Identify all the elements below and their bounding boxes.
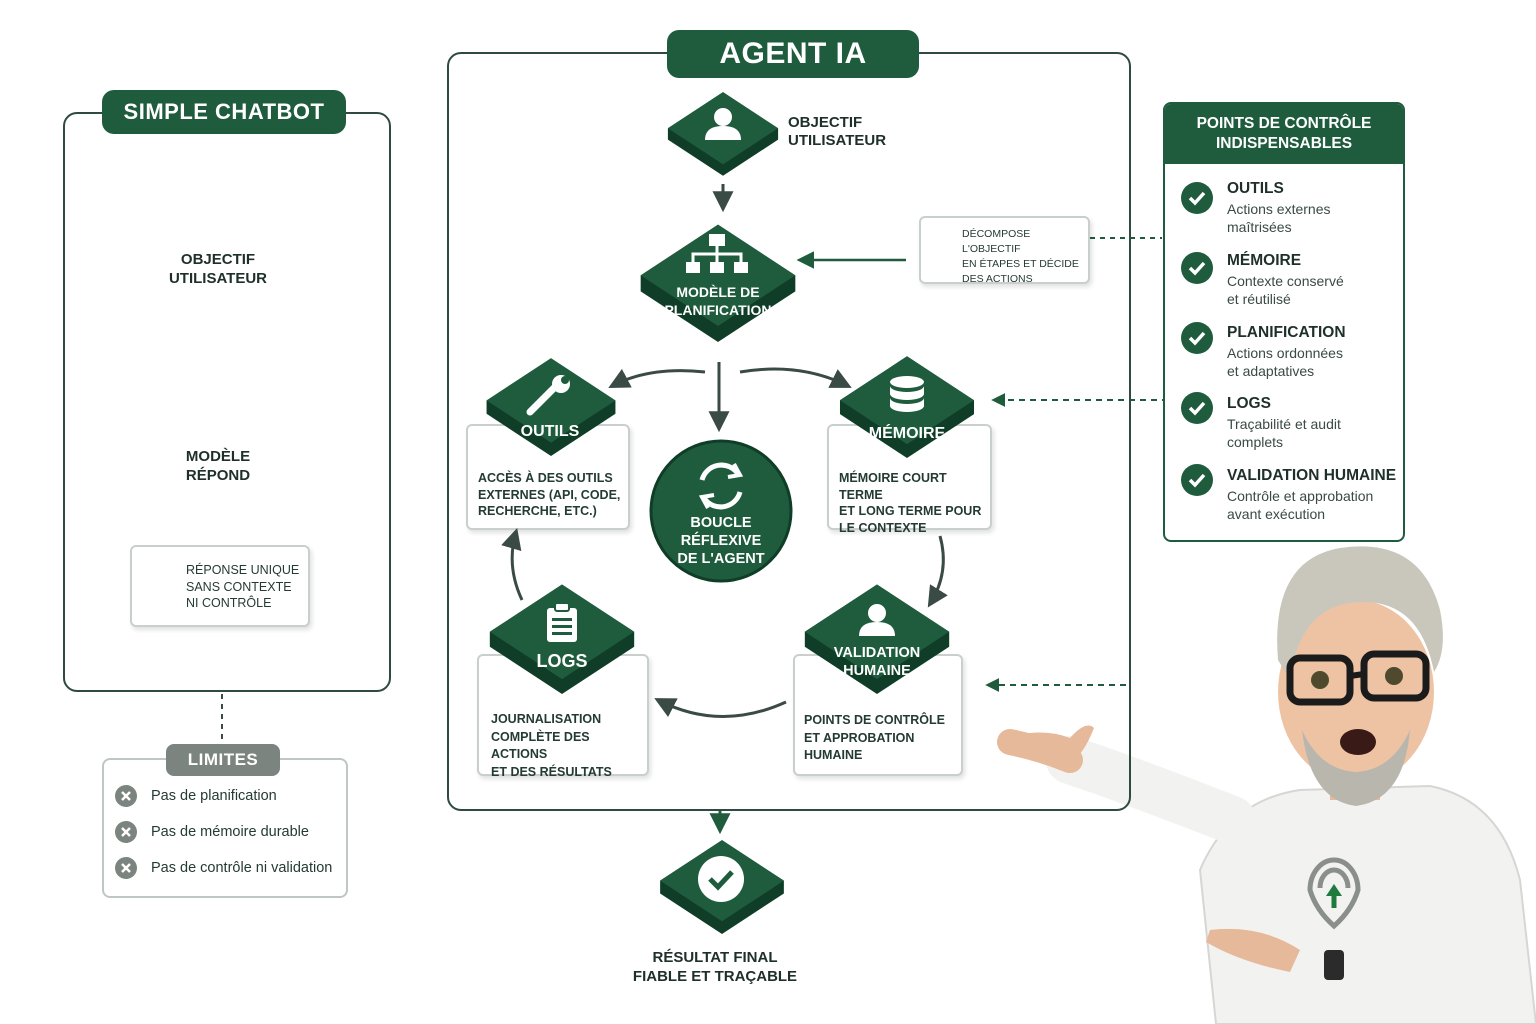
- check-icon: [708, 870, 734, 891]
- chatbot-response-card: [130, 545, 310, 627]
- presenter-character: [997, 546, 1536, 1024]
- close-icon: [115, 785, 137, 807]
- agent-loop-circle: [649, 439, 793, 583]
- limits-panel: [102, 758, 348, 898]
- chatbot-title: SIMPLE CHATBOT: [102, 90, 346, 134]
- checkpoint-title: OUTILS: [1227, 180, 1284, 197]
- wrench-icon: [526, 375, 570, 416]
- limit-item: Pas de contrôle ni validation: [151, 860, 333, 876]
- loop-arrow-to-logs: [654, 698, 787, 718]
- sitemap-icon: [686, 234, 748, 273]
- memory-gem: [839, 356, 975, 458]
- planning-note-card: [919, 216, 1090, 284]
- close-icon: [115, 821, 137, 843]
- check-icon: [1181, 322, 1213, 354]
- check-icon: [1181, 252, 1213, 284]
- checkpoint-title: LOGS: [1227, 395, 1271, 412]
- agent-objective-gem: [667, 92, 779, 176]
- checkpoint-title: VALIDATION HUMAINE: [1227, 467, 1397, 484]
- logs-label: LOGS: [536, 651, 588, 671]
- limit-item: Pas de planification: [151, 788, 277, 804]
- tools-gem: [486, 358, 616, 456]
- loop-arrow-to-tools-up: [501, 527, 524, 601]
- planning-gem: [640, 224, 796, 342]
- clipboard-icon: [547, 602, 577, 642]
- logs-gem: [489, 584, 635, 694]
- agent-title: AGENT IA: [667, 30, 919, 78]
- checkpoint-title: PLANIFICATION: [1227, 324, 1346, 341]
- refresh-icon: [698, 462, 744, 510]
- result-gem: [660, 840, 784, 934]
- shirt-logo: [1307, 857, 1361, 930]
- loop-arrow-to-memory: [739, 367, 852, 388]
- database-icon: [890, 376, 924, 412]
- limit-item: Pas de mémoire durable: [151, 824, 309, 840]
- checkpoint-title: MÉMOIRE: [1227, 252, 1302, 269]
- user-icon: [705, 108, 741, 140]
- watch: [1324, 950, 1344, 980]
- limits-title: LIMITES: [166, 744, 280, 776]
- check-icon: [1181, 182, 1213, 214]
- check-icon: [1181, 464, 1213, 496]
- tools-label: OUTILS: [520, 423, 580, 440]
- validation-gem: [804, 584, 950, 694]
- loop-arrow-to-tools: [608, 368, 706, 388]
- user-icon: [859, 604, 895, 636]
- check-icon: [1181, 392, 1213, 424]
- loop-arrow-to-validation: [927, 535, 948, 608]
- close-icon: [115, 857, 137, 879]
- memory-label: MÉMOIRE: [868, 425, 946, 442]
